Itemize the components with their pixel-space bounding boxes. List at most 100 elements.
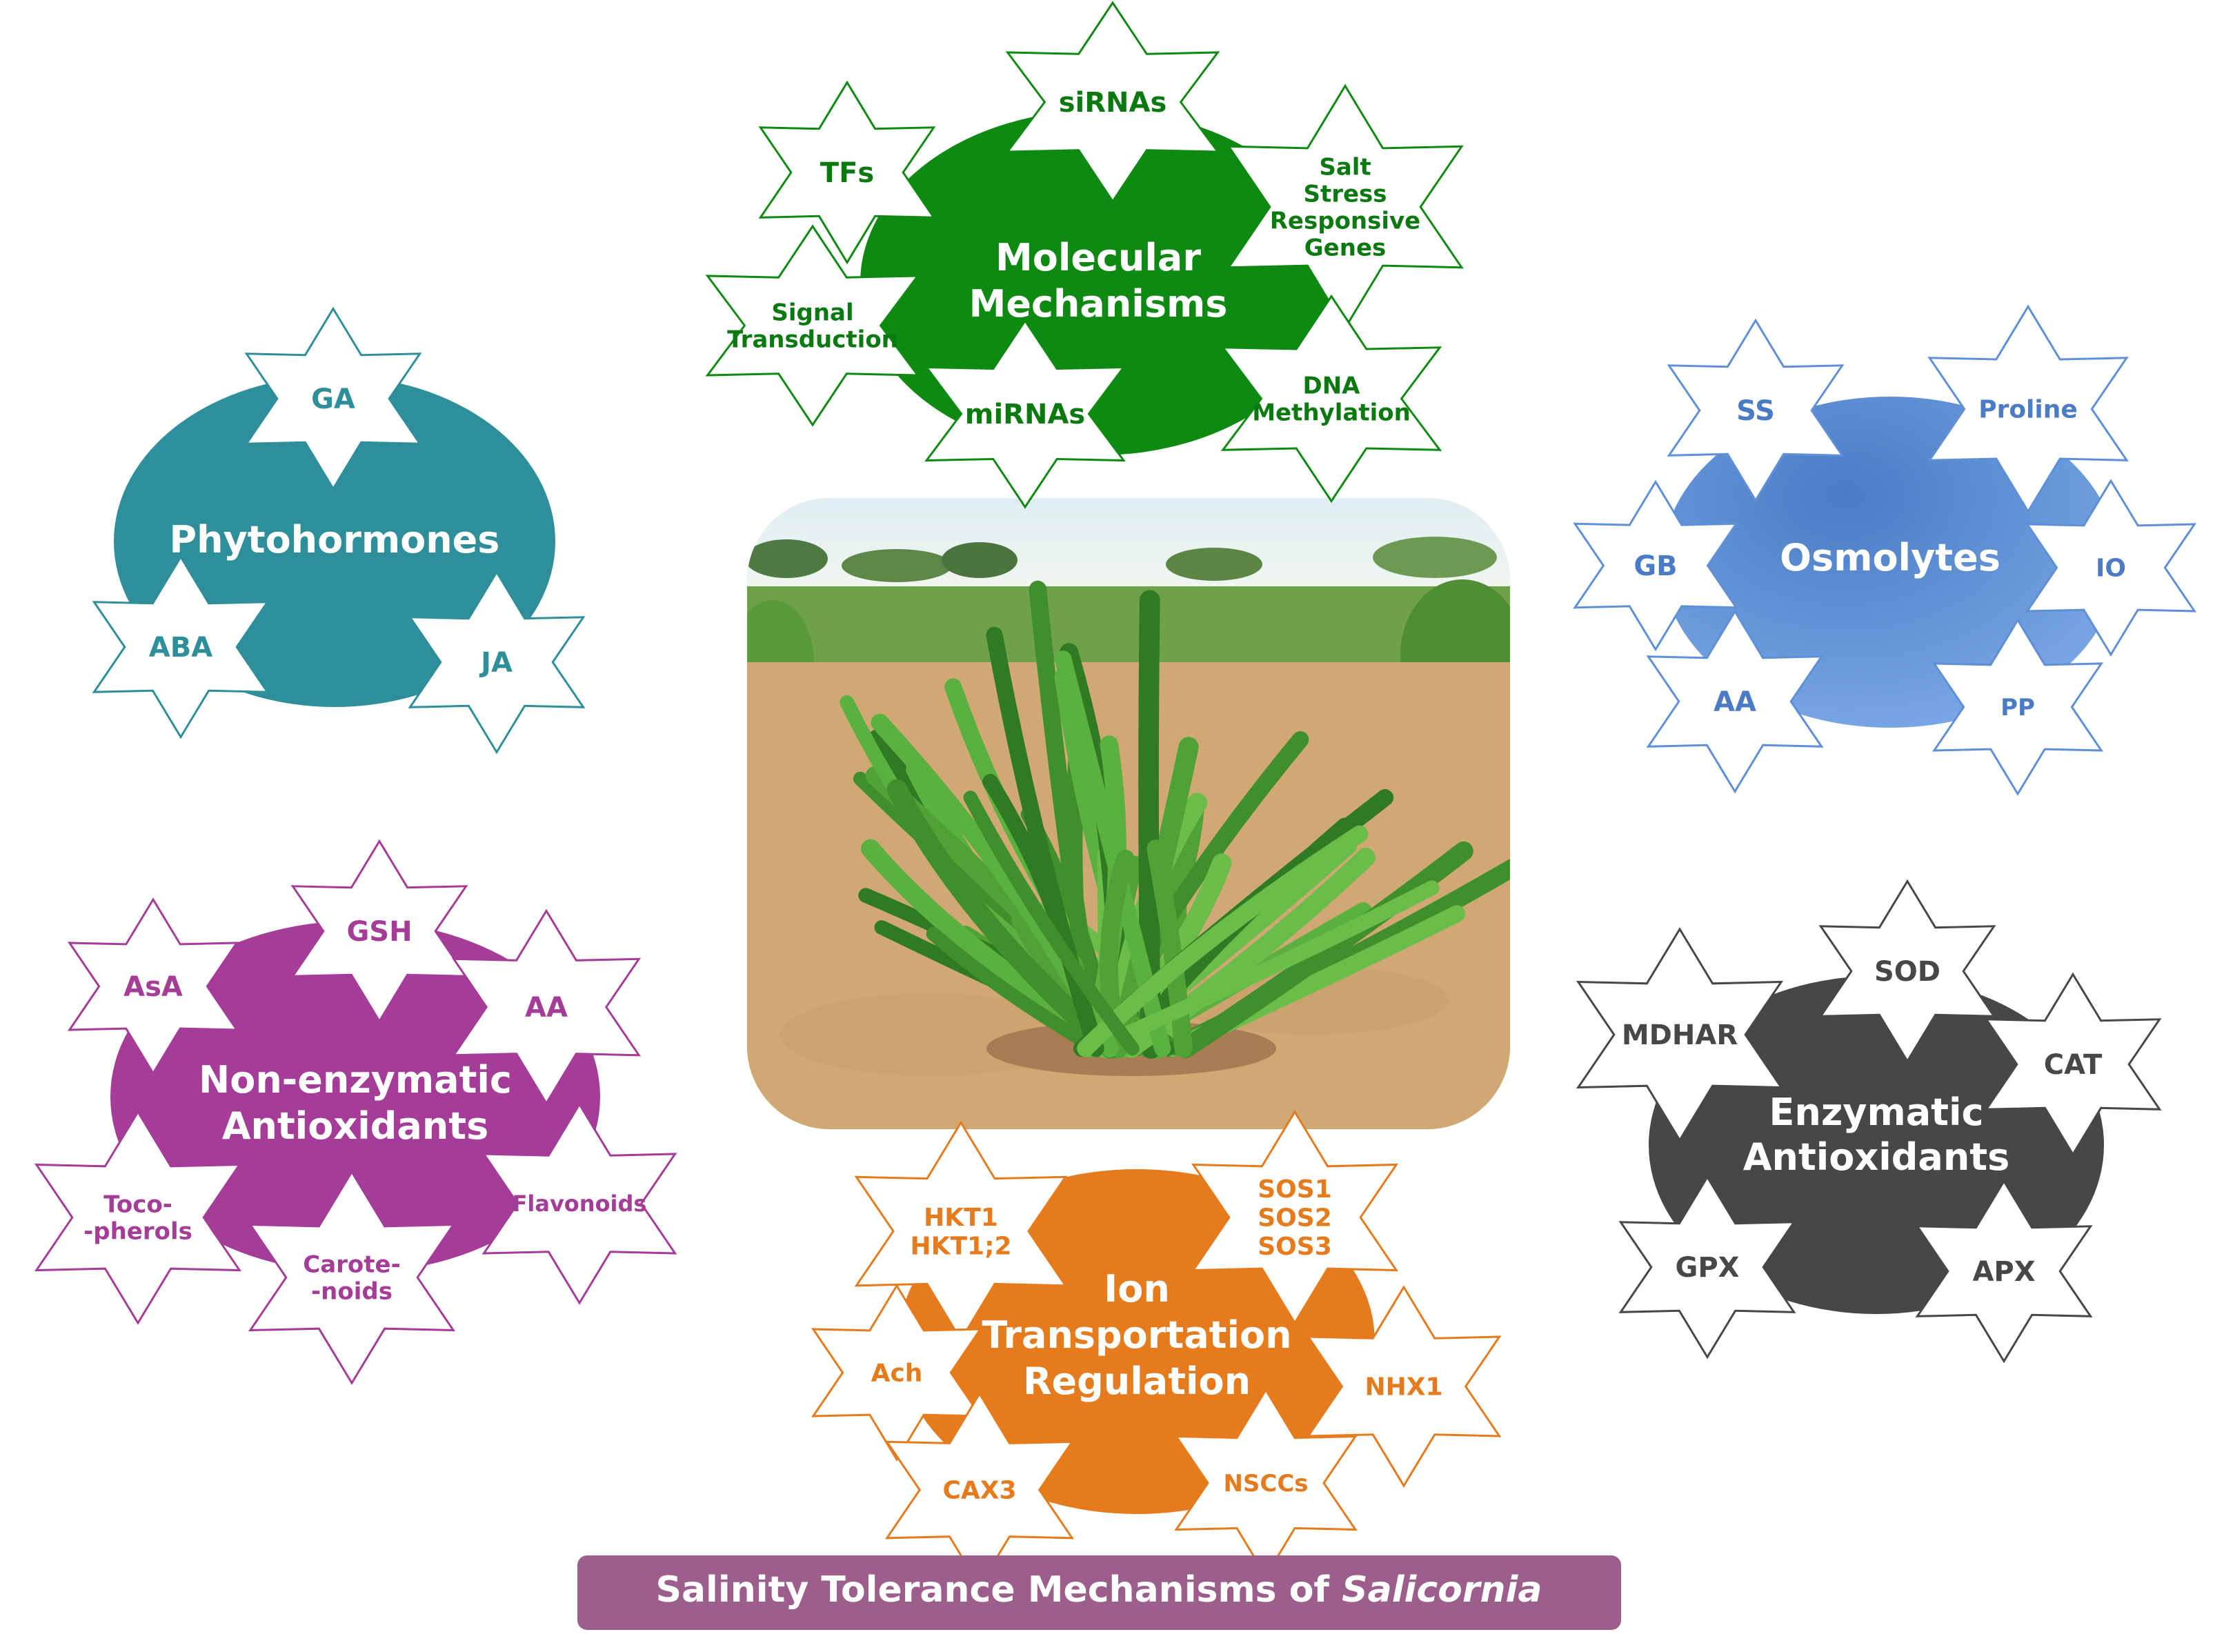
star-label: AA	[525, 992, 568, 1024]
star-molecular-1: TFs	[758, 80, 936, 265]
star-nonenzymatic-1: AsA	[67, 897, 239, 1075]
star-shape	[248, 1170, 456, 1385]
star-ion-3: NHX1	[1306, 1285, 1502, 1488]
star-shape	[451, 908, 642, 1106]
cluster-label-line: Regulation	[1023, 1360, 1251, 1403]
star-nonenzymatic-5: Carote--noids	[248, 1170, 456, 1385]
cluster-phytohormones-label: Phytohormones	[170, 518, 500, 561]
star-label-line: Signal	[771, 299, 853, 326]
plant-stem	[1175, 841, 1473, 1059]
star-enzymatic-2: CAT	[1984, 972, 2162, 1157]
salicornia-plant-photo	[747, 498, 1510, 1129]
star-label-line: Salt	[1319, 153, 1371, 181]
star-shape	[1005, 1, 1220, 203]
star-phytohormones-0: GA	[244, 306, 422, 491]
cluster-label-line: Mechanisms	[969, 282, 1228, 326]
star-label-line: Carote-	[303, 1251, 400, 1278]
star-nonenzymatic-4: Flavonoids	[481, 1102, 677, 1305]
cluster-label-line: Molecular	[995, 236, 1201, 279]
star-label-line: SOS3	[1258, 1233, 1332, 1261]
star-label: AA	[1714, 686, 1756, 718]
star-ion-2: Ach	[811, 1284, 983, 1462]
star-shape	[1573, 479, 1738, 652]
star-shape	[1191, 1110, 1399, 1325]
star-label-line: ABA	[149, 632, 212, 664]
star-label-line: GSH	[346, 916, 412, 948]
cluster-osmolytes-label: Osmolytes	[1780, 536, 2000, 579]
star-label-line: Transduction	[727, 326, 898, 353]
star-molecular-0: siRNAs	[1005, 1, 1220, 203]
star-label: miRNAs	[965, 399, 1085, 430]
star-label: AsA	[123, 971, 183, 1003]
plant-stem	[886, 779, 1122, 1059]
star-label: IO	[2096, 555, 2126, 583]
star-phytohormones-2: JA	[408, 570, 586, 755]
star-label-line: SOD	[1874, 956, 1940, 988]
cluster-label-line: Enzymatic	[1769, 1091, 1983, 1134]
star-label: siRNAs	[1059, 87, 1167, 119]
star-osmolytes-4: AA	[1646, 609, 1824, 794]
star-label-line: HKT1	[924, 1204, 998, 1232]
star-enzymatic-4: APX	[1915, 1179, 2093, 1364]
title-prefix: Salinity Tolerance Mechanisms of	[656, 1569, 1342, 1611]
star-label-line: NSCCs	[1223, 1470, 1308, 1497]
star-label-line: AsA	[123, 971, 183, 1003]
star-shape	[2025, 479, 2197, 657]
star-label-line: siRNAs	[1059, 87, 1167, 119]
star-label: MDHAR	[1622, 1019, 1738, 1051]
star-label-line: CAX3	[942, 1477, 1016, 1505]
star-label: NHX1	[1364, 1373, 1442, 1402]
star-label-line: AA	[525, 992, 568, 1024]
star-shape	[1667, 318, 1845, 503]
title-text: Salinity Tolerance Mechanisms of Salicor…	[656, 1569, 1542, 1611]
plant-stem	[1085, 880, 1440, 1056]
star-label: PP	[2000, 694, 2035, 721]
star-label-line: Toco-	[103, 1191, 172, 1218]
title-banner: Salinity Tolerance Mechanisms of Salicor…	[577, 1555, 1621, 1630]
star-label-line: miRNAs	[965, 399, 1085, 430]
star-label-line: Stress	[1303, 180, 1387, 208]
star-label-line: Proline	[1978, 396, 2078, 424]
star-label-line: Flavonoids	[513, 1191, 647, 1217]
star-label-line: Responsive	[1270, 207, 1421, 235]
star-label: SOD	[1874, 956, 1940, 988]
star-label-line: PP	[2000, 694, 2035, 721]
star-nonenzymatic-0: GSH	[290, 839, 468, 1024]
plant-stem	[986, 626, 1104, 1057]
star-shape	[758, 80, 936, 265]
star-label: Carote--noids	[303, 1251, 400, 1305]
star-shape	[1646, 609, 1824, 794]
star-label-line: AA	[1714, 686, 1756, 718]
plant-stems	[840, 580, 1510, 1059]
star-shape	[1618, 1175, 1796, 1360]
plant-stem	[1146, 839, 1193, 1058]
star-osmolytes-2: GB	[1573, 479, 1738, 652]
cluster-label-line: Antioxidants	[222, 1104, 489, 1148]
cluster-label-line: Ion	[1104, 1267, 1170, 1311]
star-label-line: CAT	[2044, 1049, 2103, 1081]
star-label-line: MDHAR	[1622, 1019, 1738, 1051]
cluster-label-line: Antioxidants	[1743, 1135, 2010, 1179]
star-label-line: IO	[2096, 555, 2126, 583]
star-label-line: -pherols	[83, 1217, 192, 1245]
title-italic: Salicornia	[1342, 1569, 1542, 1611]
star-shape	[1306, 1285, 1502, 1488]
cluster-nonenzymatic-circle	[110, 921, 600, 1273]
star-shape	[811, 1284, 983, 1462]
star-label: CAT	[2044, 1049, 2103, 1081]
star-label-line: SOS1	[1258, 1175, 1332, 1204]
star-shape	[705, 224, 920, 427]
cluster-nonenzymatic: GSH AsA AA Toco--pherols FlavonoidsCarote--n…	[34, 839, 677, 1385]
